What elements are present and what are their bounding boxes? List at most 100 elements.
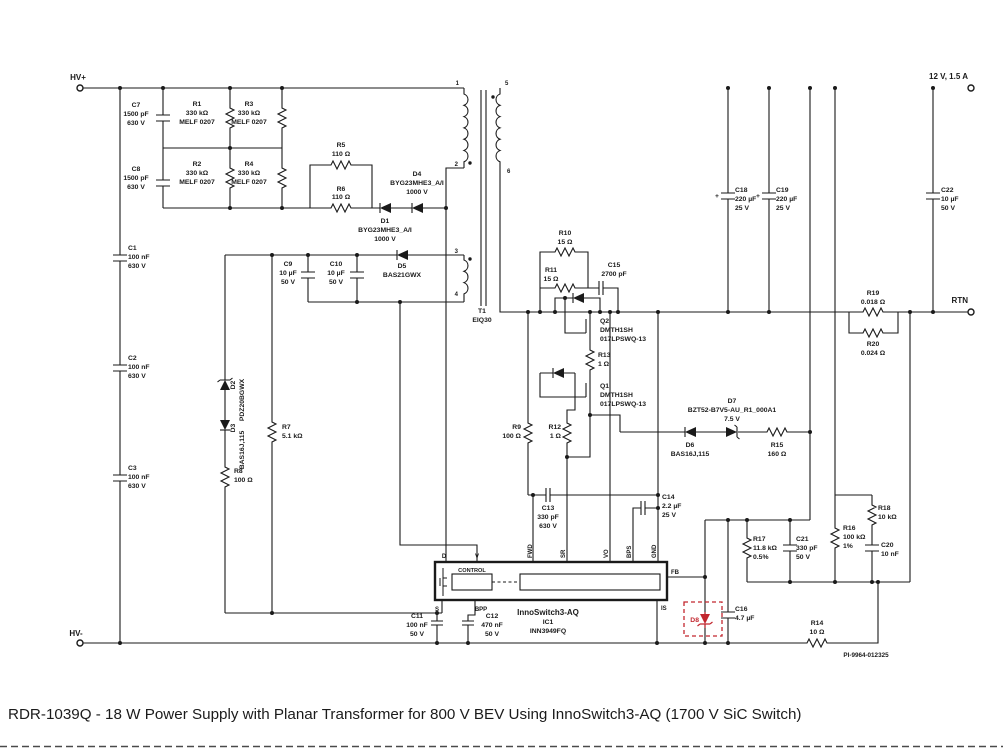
svg-text:330 kΩ: 330 kΩ (186, 170, 209, 177)
label-c22: C22 (941, 187, 954, 194)
label-c12: C12 (486, 613, 499, 620)
label-d8: D8 (690, 617, 699, 624)
svg-text:1 Ω: 1 Ω (550, 433, 562, 440)
svg-text:BAS16J,115: BAS16J,115 (671, 451, 710, 458)
svg-text:100 Ω: 100 Ω (502, 433, 521, 440)
label-d3: D3 (230, 423, 237, 432)
svg-text:10 µF: 10 µF (327, 270, 345, 277)
svg-text:017LPSWQ-13: 017LPSWQ-13 (600, 401, 646, 408)
label-t1-ref: T1 (478, 308, 486, 315)
svg-text:10 µF: 10 µF (941, 196, 959, 203)
svg-text:BZT52-B7V5-AU_R1_000A1: BZT52-B7V5-AU_R1_000A1 (688, 407, 777, 414)
label-c11: C11 (411, 613, 423, 620)
ic-part: INN3949FQ (530, 628, 566, 635)
svg-text:0.024 Ω: 0.024 Ω (861, 350, 886, 357)
ic-ref: IC1 (543, 619, 554, 626)
label-c13: C13 (542, 505, 555, 512)
label-r20: R20 (867, 341, 880, 348)
svg-text:100 nF: 100 nF (128, 254, 150, 261)
svg-text:25 V: 25 V (776, 205, 790, 212)
svg-text:DMTH1SH: DMTH1SH (600, 392, 633, 399)
output-terminal (967, 84, 975, 92)
svg-text:630 V: 630 V (539, 523, 557, 530)
svg-text:100 nF: 100 nF (406, 622, 428, 629)
svg-text:MELF 0207: MELF 0207 (231, 119, 267, 126)
label-r11: R11 (545, 267, 557, 274)
doc-number: PI-9964-012325 (843, 652, 889, 659)
output-label: 12 V, 1.5 A (929, 72, 968, 81)
ic-control-label: CONTROL (458, 568, 486, 574)
svg-text:330 kΩ: 330 kΩ (238, 110, 261, 117)
label-c2: C2 (128, 355, 137, 362)
svg-text:100 nF: 100 nF (128, 364, 150, 371)
label-r17: R17 (753, 536, 766, 543)
label-q2: Q2 (600, 318, 609, 325)
svg-text:470 nF: 470 nF (481, 622, 503, 629)
mosfet-q1 (585, 380, 591, 400)
label-c10: C10 (330, 261, 343, 268)
ic-pin-is: IS (661, 606, 667, 612)
label-d1: D1 (381, 218, 390, 225)
hv-minus-label: HV- (69, 629, 83, 638)
label-d6: D6 (686, 442, 695, 449)
svg-text:10 µF: 10 µF (279, 270, 297, 277)
label-c18: C18 (735, 187, 748, 194)
label-c7: C7 (132, 102, 141, 109)
label-c9: C9 (284, 261, 293, 268)
ic-pin-v: V (475, 554, 479, 560)
ic-pin-gnd: GND (652, 544, 658, 558)
label-r10: R10 (559, 230, 572, 237)
ic-pin-vo: VO (604, 549, 610, 558)
transformer-t1 (462, 88, 502, 306)
label-c15: C15 (608, 262, 621, 269)
svg-text:1000 V: 1000 V (406, 189, 428, 196)
svg-text:630 V: 630 V (127, 184, 145, 191)
label-r14: R14 (811, 620, 824, 627)
svg-text:017LPSWQ-13: 017LPSWQ-13 (600, 336, 646, 343)
svg-text:110 Ω: 110 Ω (332, 151, 351, 158)
transformer-labels: T1 EIQ30 1 5 2 6 3 4 (455, 81, 511, 324)
svg-text:DMTH1SH: DMTH1SH (600, 327, 633, 334)
label-c21: C21 (796, 536, 809, 543)
svg-text:25 V: 25 V (662, 512, 676, 519)
label-d7: D7 (728, 398, 737, 405)
label-d2: D2 (230, 380, 237, 389)
ic-pin-bpp: BPP (475, 607, 487, 613)
svg-text:110 Ω: 110 Ω (332, 194, 351, 201)
svg-text:1000 V: 1000 V (374, 236, 396, 243)
ic-pin-bps: BPS (627, 546, 633, 558)
svg-text:630 V: 630 V (128, 373, 146, 380)
zener-d8 (683, 601, 723, 637)
pin-2: 2 (455, 162, 459, 168)
ic-pin-d: D (442, 554, 447, 560)
rtn-terminal (967, 308, 975, 316)
c19-polarity-plus: + (756, 193, 760, 200)
pin-3: 3 (455, 249, 459, 255)
label-r3: R3 (245, 101, 254, 108)
wires-secondary (499, 88, 971, 643)
label-r7: R7 (282, 424, 291, 431)
label-d5: D5 (398, 263, 407, 270)
svg-text:630 V: 630 V (128, 263, 146, 270)
svg-text:BAS21GWX: BAS21GWX (383, 272, 422, 279)
svg-text:630 V: 630 V (128, 483, 146, 490)
label-t1-core: EIQ30 (472, 317, 491, 324)
ic-pin-fb: FB (671, 570, 680, 576)
svg-text:100 kΩ: 100 kΩ (843, 534, 866, 541)
svg-text:2.2 µF: 2.2 µF (662, 503, 681, 510)
c18-polarity-plus: + (715, 193, 719, 200)
pin-6: 6 (507, 169, 511, 175)
label-c8: C8 (132, 166, 141, 173)
hv-minus-terminal (76, 639, 84, 647)
terminal-labels: HV+ 12 V, 1.5 A RTN HV- (69, 72, 968, 638)
svg-text:PDZ20BGWX: PDZ20BGWX (239, 378, 246, 421)
hv-plus-terminal (76, 84, 84, 92)
label-r1: R1 (193, 101, 202, 108)
diode-symbols (217, 203, 740, 440)
pin-5: 5 (505, 81, 509, 87)
svg-text:MELF 0207: MELF 0207 (231, 179, 267, 186)
label-d4: D4 (413, 171, 422, 178)
svg-text:MELF 0207: MELF 0207 (179, 119, 215, 126)
